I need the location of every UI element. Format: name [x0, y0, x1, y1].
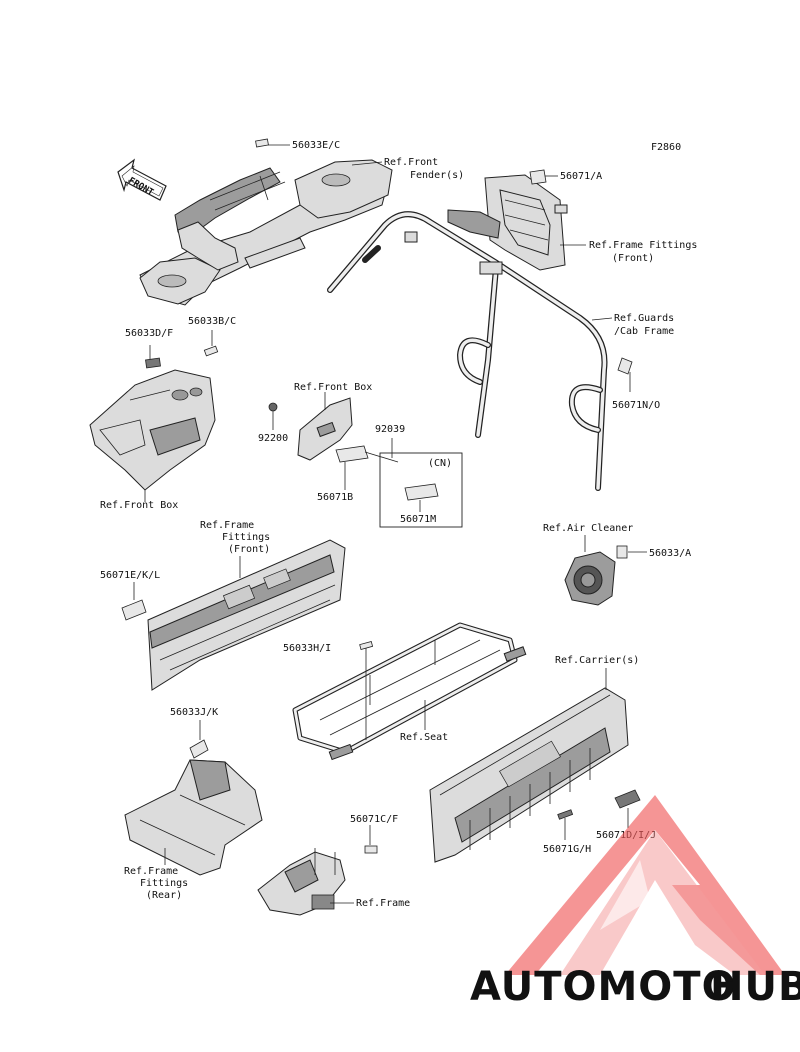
label-ref-guards-1: Ref.Guards: [614, 313, 674, 324]
decal-56033ec: [255, 138, 269, 148]
label-ref-frame-fittings-front-1: Ref.Frame Fittings: [589, 240, 697, 251]
label-ref-seat: Ref.Seat: [400, 732, 448, 743]
decal-56033a: [616, 545, 628, 559]
label-cn: (CN): [428, 458, 452, 469]
watermark-text-part2: HUB: [710, 964, 800, 1010]
front-box-dashboard: [89, 369, 216, 491]
label-ref-frame-fittings-front-2: (Front): [612, 253, 654, 264]
label-56071m: 56071M: [400, 514, 436, 525]
seat-frame: [292, 622, 527, 761]
label-ref-frame: Ref.Frame: [356, 898, 410, 909]
label-ref-frame-fittings-frontb-1: Ref.Frame: [200, 520, 254, 531]
frame-fittings-front-panel: [147, 539, 346, 691]
label-ref-front-fender-1: Ref.Front: [384, 157, 438, 168]
decal-56033hi: [359, 641, 374, 650]
front-frame-fittings-assembly: [447, 174, 568, 271]
label-ref-air-cleaner: Ref.Air Cleaner: [543, 523, 633, 534]
rear-frame-fittings: [124, 759, 263, 876]
label-ref-guards-2: /Cab Frame: [614, 326, 674, 337]
label-ref-frame-fittings-frontb-3: (Front): [228, 544, 270, 555]
decal-56071gh: [557, 809, 574, 820]
label-56071no: 56071N/O: [612, 400, 660, 411]
watermark-text-part1: AUTOMOTO: [470, 964, 737, 1010]
label-56033jk: 56033J/K: [170, 707, 218, 718]
label-56033df: 56033D/F: [125, 328, 173, 339]
decal-56071b: [335, 445, 369, 463]
label-56071cf: 56071C/F: [350, 814, 398, 825]
decal-56071no: [617, 357, 633, 375]
label-ref-frame-fittings-rear-1: Ref.Frame: [124, 866, 178, 877]
decal-56071dij: [614, 789, 641, 809]
label-ref-front-box-left: Ref.Front Box: [100, 500, 178, 511]
screw-92200: [268, 402, 278, 412]
decal-56071a: [529, 169, 547, 185]
label-ref-frame-fittings-rear-2: Fittings: [140, 878, 188, 889]
decal-56071cf: [364, 845, 378, 854]
label-56033bc: 56033B/C: [188, 316, 236, 327]
label-56033a: 56033/A: [649, 548, 691, 559]
label-56071b: 56071B: [317, 492, 353, 503]
cab-frame: [327, 211, 608, 491]
decal-56033df: [145, 357, 161, 369]
label-56033ec: 56033E/C: [292, 140, 340, 151]
label-56071a: 56071/A: [560, 171, 602, 182]
label-ref-front-box-center: Ref.Front Box: [294, 382, 372, 393]
label-ref-frame-fittings-rear-3: (Rear): [146, 890, 182, 901]
label-56033hi: 56033H/I: [283, 643, 331, 654]
cn-variant-box: [379, 452, 463, 528]
decal-56033jk: [189, 739, 209, 759]
frame-part: [257, 848, 346, 916]
label-ref-front-fender-2: Fender(s): [410, 170, 464, 181]
label-92039: 92039: [375, 424, 405, 435]
watermark-logo: [505, 795, 785, 975]
label-ref-carriers: Ref.Carrier(s): [555, 655, 639, 666]
label-92200: 92200: [258, 433, 288, 444]
decal-56033bc: [203, 345, 219, 357]
decal-56071ekl: [121, 599, 147, 621]
label-56071ekl: 56071E/K/L: [100, 570, 160, 581]
figure-code: F2860: [651, 142, 681, 153]
label-56071gh: 56071G/H: [543, 844, 591, 855]
front-direction-arrow: FRONT: [117, 158, 167, 201]
front-box-lid: [297, 397, 353, 461]
label-ref-frame-fittings-frontb-2: Fittings: [222, 532, 270, 543]
front-floor-assembly: [139, 159, 393, 306]
air-cleaner: [564, 551, 616, 606]
rear-carrier-gate: [429, 687, 629, 863]
